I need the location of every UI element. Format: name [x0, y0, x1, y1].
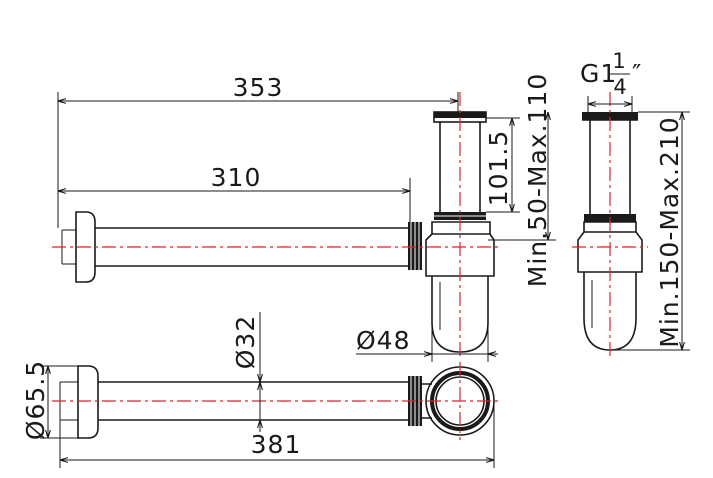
dimension-d48: Ø48	[356, 326, 498, 362]
dimension-d48-label: Ø48	[356, 326, 411, 355]
dimension-min50-max110-label: Min.50-Max.110	[523, 73, 552, 288]
front-top-nut	[582, 112, 638, 120]
dimension-353-label: 353	[233, 73, 284, 102]
thread-size-label: G1 1 4 ″	[580, 49, 642, 112]
vertical-tube	[433, 111, 487, 220]
dimension-101-5-label: 101.5	[484, 130, 513, 207]
top-view	[52, 362, 500, 440]
dimension-381: 381	[59, 401, 495, 468]
thread-numerator: 1	[612, 49, 625, 73]
thread-suffix: ″	[632, 59, 642, 88]
dimension-min150-max210: Min.150-Max.210	[612, 111, 690, 351]
side-view	[52, 92, 500, 360]
dimension-101-5: 101.5	[484, 117, 520, 213]
dimension-min50-max110: Min.50-Max.110	[488, 73, 556, 288]
dimension-min150-max210-label: Min.150-Max.210	[655, 116, 684, 347]
dimension-353: 353	[57, 73, 459, 228]
dimension-310: 310	[57, 163, 411, 228]
dimension-d32-label: Ø32	[231, 315, 260, 370]
dimension-d65-5-label: Ø65.5	[21, 360, 50, 440]
horizontal-pipe	[95, 227, 408, 267]
dimension-310-label: 310	[211, 163, 262, 192]
top-view-flange	[77, 365, 99, 439]
thread-denominator: 4	[613, 75, 626, 99]
pipe-nut	[408, 222, 422, 270]
dimension-d32: Ø32	[231, 312, 260, 432]
dimension-381-label: 381	[251, 430, 302, 459]
front-view	[572, 92, 648, 360]
dimension-d65-5: Ø65.5	[21, 360, 78, 440]
